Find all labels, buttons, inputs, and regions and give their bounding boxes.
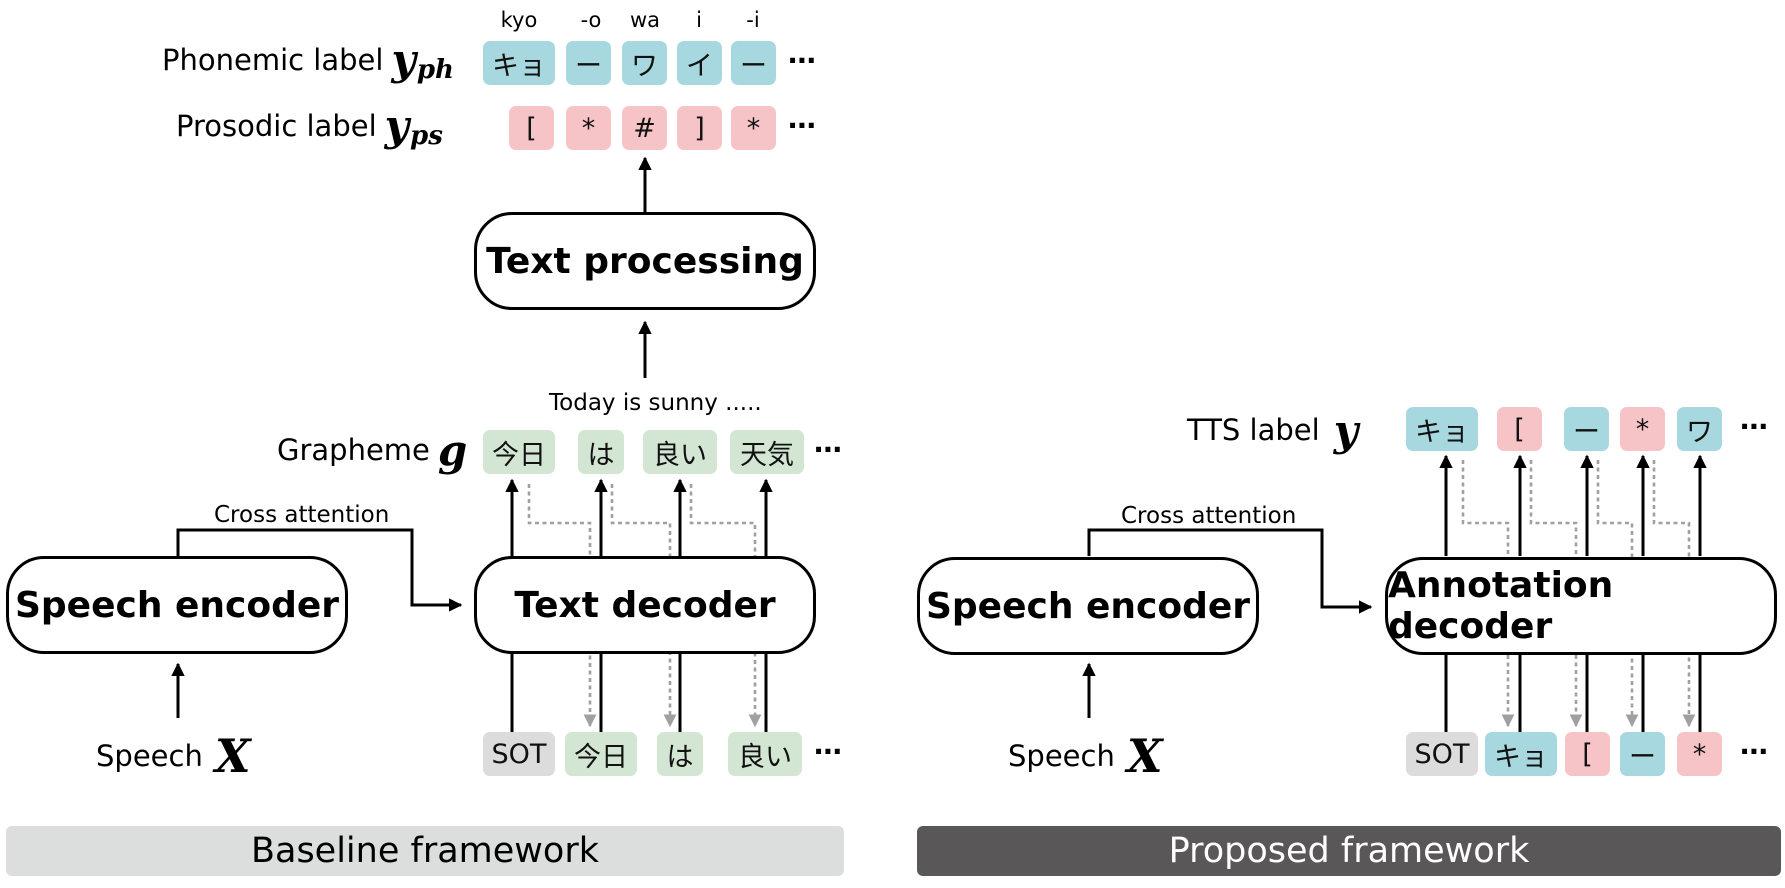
tts-output-token: キョ [1406, 407, 1478, 451]
phonemic-token: ワ [622, 41, 667, 85]
tts-label: TTS label y [1187, 404, 1358, 456]
romaji-label: -i [746, 8, 760, 32]
text-decoder-box: Text decoder [474, 556, 816, 654]
input-token: 良い [728, 732, 802, 776]
romaji-label: i [696, 8, 702, 32]
speech-encoder-label: Speech encoder [14, 584, 340, 626]
speech-label-text: Speech [96, 739, 203, 773]
text-decoder-label: Text decoder [514, 584, 776, 626]
ellipsis: ⋯ [788, 44, 816, 77]
prosodic-token: [ [509, 106, 554, 150]
phonemic-label-text: Phonemic label [162, 43, 384, 77]
romaji-label: wa [629, 8, 661, 32]
romaji-label: kyo [500, 8, 538, 32]
ellipsis: ⋯ [1740, 410, 1768, 443]
tts-label-text: TTS label [1187, 413, 1320, 447]
grapheme-token: 今日 [483, 430, 555, 474]
grapheme-token: 良い [643, 430, 717, 474]
feedback-arrow [1529, 460, 1583, 728]
text-processing-box: Text processing [474, 212, 816, 310]
tts-output-token: ワ [1677, 407, 1722, 451]
grapheme-label: Grapheme g [277, 425, 468, 475]
speech-variable: X [1126, 729, 1163, 783]
prosodic-label-text: Prosodic label [176, 109, 377, 143]
annotation-decoder-box: Annotation decoder [1385, 557, 1777, 655]
ellipsis: ⋯ [814, 433, 842, 466]
speech-encoder-box: Speech encoder [917, 557, 1259, 655]
prosodic-token: * [566, 106, 611, 150]
sot-token: SOT [1406, 732, 1478, 776]
text-processing-label: Text processing [486, 240, 804, 282]
proposed-framework-footer: Proposed framework [917, 826, 1781, 876]
grapheme-variable: g [437, 425, 468, 475]
tts-output-token: * [1620, 407, 1665, 451]
sot-token: SOT [483, 732, 555, 776]
prosodic-token: ] [677, 106, 722, 150]
input-token: 今日 [565, 732, 637, 776]
grapheme-label-text: Grapheme [277, 433, 430, 467]
input-token: * [1677, 732, 1722, 776]
romaji-label: -o [580, 8, 602, 32]
baseline-framework-footer: Baseline framework [6, 826, 844, 876]
input-token: ー [1620, 732, 1665, 776]
speech-label-text: Speech [1008, 739, 1115, 773]
tts-output-token: ー [1564, 407, 1609, 451]
phonemic-token: ー [731, 41, 776, 85]
phonemic-label: Phonemic label yph [162, 34, 454, 86]
input-token: は [657, 732, 703, 776]
prosodic-variable: yps [384, 101, 443, 151]
prosodic-label: Prosodic label yps [176, 100, 443, 152]
prosodic-token: * [731, 106, 776, 150]
feedback-arrow [1461, 460, 1515, 728]
annotation-decoder-label: Annotation decoder [1388, 565, 1614, 647]
speech-input-label: Speech X [96, 728, 251, 784]
speech-encoder-box: Speech encoder [6, 556, 348, 654]
grapheme-token: は [578, 430, 624, 474]
input-token: [ [1565, 732, 1610, 776]
cross-attention-arrow [1087, 528, 1373, 614]
speech-input-label: Speech X [1008, 728, 1163, 784]
ellipsis: ⋯ [788, 109, 816, 142]
phonemic-token: イ [677, 41, 722, 85]
tts-output-token: [ [1497, 407, 1542, 451]
input-token: キョ [1485, 732, 1557, 776]
phonemic-variable: yph [391, 35, 454, 85]
ellipsis: ⋯ [814, 735, 842, 768]
phonemic-token: キョ [483, 41, 555, 85]
transcript-text: Today is sunny ..... [549, 390, 762, 416]
grapheme-token: 天気 [730, 430, 804, 474]
proposed-footer-label: Proposed framework [1168, 831, 1530, 871]
feedback-arrow [1652, 460, 1696, 728]
cross-attention-label: Cross attention [214, 502, 390, 528]
speech-variable: X [214, 729, 251, 783]
cross-attention-label: Cross attention [1121, 503, 1297, 529]
speech-encoder-label: Speech encoder [925, 585, 1251, 627]
ellipsis: ⋯ [1740, 735, 1768, 768]
cross-attention-arrow [176, 528, 463, 612]
prosodic-token: # [622, 106, 667, 150]
tts-variable: y [1333, 405, 1359, 455]
feedback-arrow [527, 484, 597, 728]
baseline-footer-label: Baseline framework [250, 831, 599, 871]
phonemic-token: ー [566, 41, 611, 85]
